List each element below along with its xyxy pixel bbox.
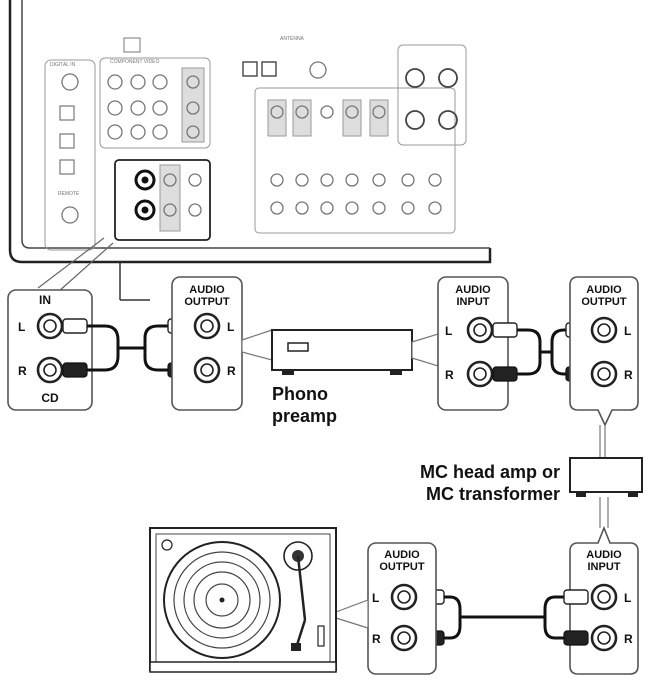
phono-output-label-1: AUDIO xyxy=(189,284,225,296)
mc-head-amp-output-panel: AUDIO OUTPUT L R xyxy=(569,276,639,427)
turntable-left-label: L xyxy=(372,591,379,605)
turntable-right-label: R xyxy=(372,632,381,646)
receiver-cd-input-panel: IN L R CD xyxy=(7,289,93,411)
phono-preamp-name-1: Phono xyxy=(272,384,328,404)
cd-in-label: IN xyxy=(39,293,51,307)
svg-text:REMOTE: REMOTE xyxy=(58,191,80,197)
zoom-callout-lines xyxy=(37,237,114,293)
phono-preamp-output-panel: AUDIO OUTPUT L R xyxy=(171,276,243,411)
cd-label: CD xyxy=(41,391,59,405)
phono-input-label-2: INPUT xyxy=(457,296,490,308)
turntable-output-label-2: OUTPUT xyxy=(379,561,425,573)
mc-input-left-label: L xyxy=(624,591,631,605)
phono-input-label-1: AUDIO xyxy=(455,284,491,296)
cd-left-label: L xyxy=(18,320,25,334)
mc-head-amp-device: MC head amp or MC transformer xyxy=(420,425,643,528)
mc-input-label-1: AUDIO xyxy=(586,549,622,561)
cd-right-label: R xyxy=(18,364,27,378)
turntable-output-label-1: AUDIO xyxy=(384,549,420,561)
phono-preamp-input-panel: AUDIO INPUT L R xyxy=(437,276,509,411)
svg-text:ANTENNA: ANTENNA xyxy=(280,36,305,42)
phono-input-left-label: L xyxy=(445,324,452,338)
phono-input-right-label: R xyxy=(445,368,454,382)
svg-text:COMPONENT VIDEO: COMPONENT VIDEO xyxy=(110,59,159,65)
mc-output-label-1: AUDIO xyxy=(586,284,622,296)
mc-output-left-label: L xyxy=(624,324,631,338)
mc-head-amp-name-1: MC head amp or xyxy=(420,462,560,482)
turntable-device xyxy=(149,527,369,673)
phono-output-label-2: OUTPUT xyxy=(184,296,230,308)
mc-output-label-2: OUTPUT xyxy=(581,296,627,308)
phono-preamp-name-2: preamp xyxy=(272,406,337,426)
turntable-output-panel: AUDIO OUTPUT L R xyxy=(367,542,437,675)
phono-left-label: L xyxy=(227,320,234,334)
svg-text:DIGITAL IN: DIGITAL IN xyxy=(50,62,76,68)
phono-right-label: R xyxy=(227,364,236,378)
mc-head-amp-name-2: MC transformer xyxy=(426,484,560,504)
mc-output-right-label: R xyxy=(624,368,633,382)
cable-turntable-to-mc xyxy=(419,589,589,646)
mc-input-right-label: R xyxy=(624,632,633,646)
receiver-rear-panel: DIGITAL IN REMOTE COMPONENT VIDEO ANTENN… xyxy=(8,0,492,301)
phono-preamp-device: Phono preamp xyxy=(241,329,439,426)
mc-input-label-2: INPUT xyxy=(588,561,621,573)
